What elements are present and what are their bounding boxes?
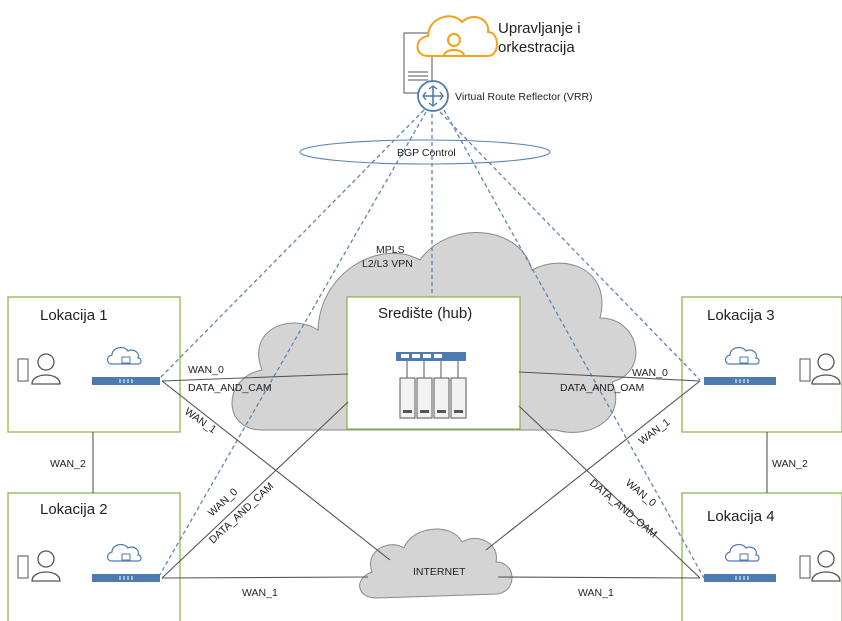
bgp-dashed-links — [157, 109, 705, 579]
site-title-2: Lokacija 2 — [40, 501, 108, 518]
user-icon — [799, 353, 841, 385]
internet-label: INTERNET — [413, 566, 466, 578]
site-box-1 — [7, 296, 181, 433]
link-label-wan2-right: WAN_2 — [772, 458, 808, 470]
link-label-data-s4: DATA_AND_OAM — [587, 477, 659, 540]
mpls-label-line2: L2/L3 VPN — [362, 258, 413, 270]
mpls-label-line1: MPLS — [376, 244, 405, 256]
site-title-1: Lokacija 1 — [40, 307, 108, 324]
vrr-router-icon — [417, 80, 449, 112]
orchestration-label-line1: Upravljanje i — [498, 20, 581, 37]
hub-title: Središte (hub) — [378, 305, 472, 322]
edge-device-icon — [704, 346, 776, 385]
site-box-3 — [681, 296, 842, 433]
site-box-4 — [681, 492, 842, 621]
link-label-wan1-s3: WAN_1 — [637, 416, 673, 447]
edge-device-icon — [704, 543, 776, 582]
link-label-wan1-s2: WAN_1 — [242, 587, 278, 599]
site-title-4: Lokacija 4 — [707, 508, 775, 525]
wan-links — [92, 371, 768, 579]
internet-cloud — [359, 528, 513, 599]
edge-device-icon — [92, 543, 160, 582]
site-title-3: Lokacija 3 — [707, 307, 775, 324]
orchestration-cloud-icon — [416, 15, 498, 57]
edge-device-icon — [92, 346, 160, 385]
hub-rack-icon — [396, 352, 467, 419]
bgp-control-ellipse — [299, 139, 551, 165]
bgp-control-label: BGP Control — [397, 147, 456, 159]
link-label-wan1-s4: WAN_1 — [578, 587, 614, 599]
user-icon — [17, 550, 61, 582]
user-icon — [799, 550, 841, 582]
link-label-wan2-left: WAN_2 — [50, 458, 86, 470]
vrr-label: Virtual Route Reflector (VRR) — [455, 91, 593, 103]
orchestration-label-line2: orkestracija — [498, 39, 575, 56]
link-label-data-s1: DATA_AND_CAM — [188, 382, 272, 394]
link-label-wan0-s1: WAN_0 — [188, 364, 224, 376]
site-box-2 — [7, 492, 181, 621]
link-label-data-s3: DATA_AND_OAM — [560, 382, 644, 394]
user-icon — [17, 353, 61, 385]
link-label-wan0-s3: WAN_0 — [632, 367, 668, 379]
